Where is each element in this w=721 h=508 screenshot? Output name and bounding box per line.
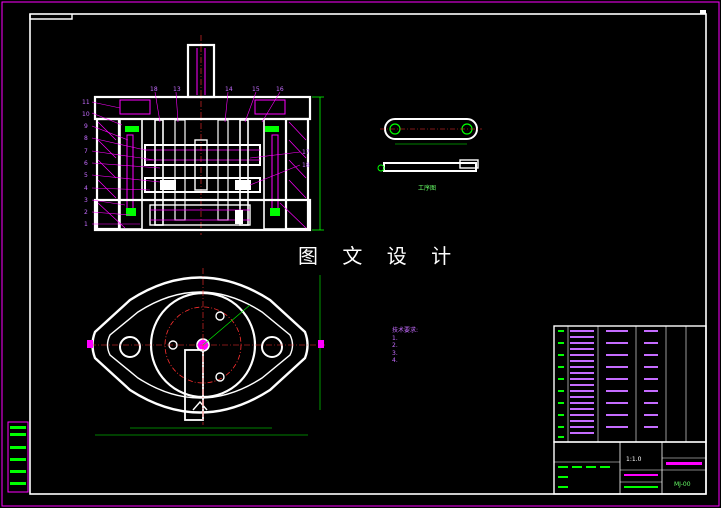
part-number-label: 11 [82,99,90,106]
part-number-label: 13 [173,86,181,93]
part-number-label: 10 [82,111,90,118]
scale-value: 1:1.0 [626,456,642,463]
part-number-label: 4 [84,185,88,192]
workpiece-caption: 工序图 [418,185,437,192]
part-number-label: 9 [84,123,88,130]
part-number-label: 14 [225,86,233,93]
drawing-frame [29,13,707,495]
watermark-text: 图 文 设 计 [298,244,461,268]
workpiece-view [377,118,482,172]
part-number-label: 1 [84,221,88,228]
technical-requirements-title: 技术要求: [392,327,419,334]
part-number-label: 3 [84,197,88,204]
requirement-item: 2. [392,342,398,349]
technical-requirements: 技术要求: 1. 2. 3. 4. [392,327,418,365]
part-number-label: 6 [84,160,88,167]
plan-view [87,268,325,436]
requirement-item: 1. [392,334,398,342]
part-number-label: 7 [84,148,88,155]
drawing-number: MJ-00 [674,481,691,488]
title-block [553,441,707,495]
requirement-item: 4. [392,357,398,364]
requirement-item: 3. [392,349,398,357]
part-number-label: 18 [302,162,310,169]
part-number-label: 2 [84,209,88,216]
part-number-label: 5 [84,172,88,179]
parts-list [553,325,707,443]
part-number-label: 18 [150,86,158,93]
left-stamp-column [7,421,29,493]
part-number-label: 17 [302,149,310,156]
part-number-label: 15 [252,86,260,93]
part-number-label: 8 [84,135,88,142]
front-section-view [91,35,324,235]
part-number-label: 16 [276,86,284,93]
